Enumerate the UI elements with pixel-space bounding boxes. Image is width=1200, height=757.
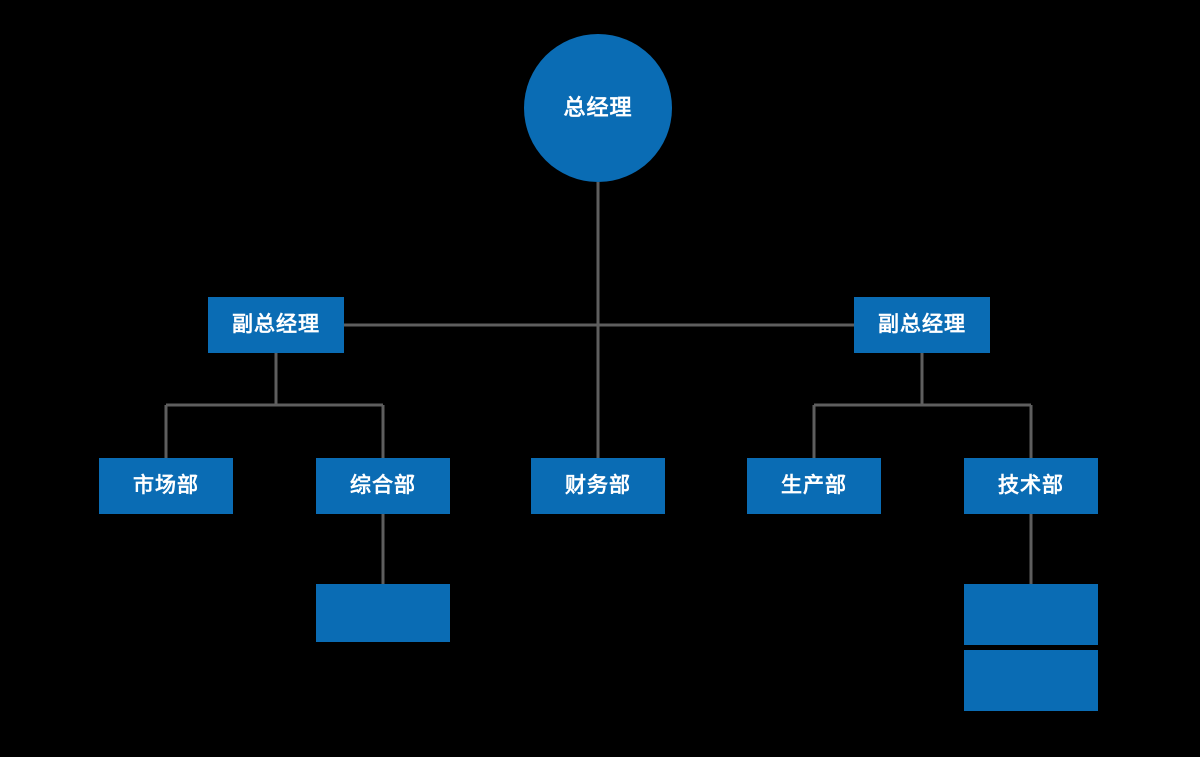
node-label: 副总经理	[878, 313, 966, 337]
node-label: 技术部	[998, 474, 1064, 498]
node-blank-under-technology-2[interactable]	[964, 650, 1098, 711]
node-label: 生产部	[781, 474, 847, 498]
node-label: 综合部	[350, 474, 416, 498]
node-vice-general-manager-right[interactable]: 副总经理	[854, 297, 990, 353]
node-root-general-manager[interactable]: 总经理	[524, 34, 672, 182]
node-department-technology[interactable]: 技术部	[964, 458, 1098, 514]
node-department-production[interactable]: 生产部	[747, 458, 881, 514]
node-department-general-affairs[interactable]: 综合部	[316, 458, 450, 514]
node-blank-under-general-affairs[interactable]	[316, 584, 450, 642]
node-label: 财务部	[565, 474, 631, 498]
node-blank-under-technology-1[interactable]	[964, 584, 1098, 645]
node-vice-general-manager-left[interactable]: 副总经理	[208, 297, 344, 353]
node-department-marketing[interactable]: 市场部	[99, 458, 233, 514]
node-department-finance[interactable]: 财务部	[531, 458, 665, 514]
node-label: 副总经理	[232, 313, 320, 337]
node-label: 总经理	[563, 94, 633, 120]
node-label: 市场部	[133, 474, 199, 498]
